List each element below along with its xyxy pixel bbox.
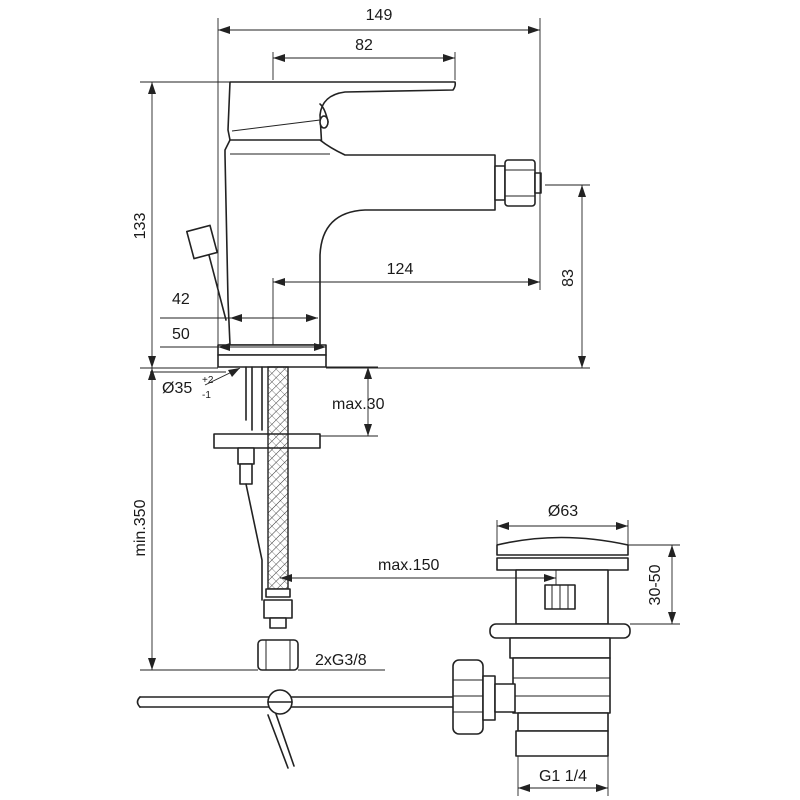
waste-body xyxy=(512,657,611,714)
dim-handle-width: 82 xyxy=(355,37,373,54)
faucet-base xyxy=(217,344,327,356)
connection-nut xyxy=(257,639,299,671)
waste-locknut xyxy=(489,623,631,639)
dim-hose-length: min.350 xyxy=(132,499,149,556)
popup-cable xyxy=(245,366,263,601)
dim-hole-tol-minus: -1 xyxy=(202,390,211,401)
dim-hole-diameter-group: Ø35 +2 -1 xyxy=(162,375,214,401)
dim-overall-width: 149 xyxy=(366,7,393,24)
dim-base-50: 50 xyxy=(172,326,190,343)
dim-drain-offset: max.150 xyxy=(378,557,439,574)
faucet-spout xyxy=(224,139,496,346)
dim-max-deck: max.30 xyxy=(332,396,385,413)
dim-waste-thread: G1 1/4 xyxy=(539,768,587,785)
nozzle-swivel xyxy=(504,159,536,207)
dim-waste-height: 30-50 xyxy=(647,564,664,605)
dim-hole-diameter: Ø35 xyxy=(162,380,192,397)
hose-nut xyxy=(263,599,293,619)
handle-lever xyxy=(227,81,457,151)
dim-spout-height: 83 xyxy=(560,269,577,287)
dim-base-42: 42 xyxy=(172,291,190,308)
dim-connection: 2xG3/8 xyxy=(315,652,367,669)
dim-total-height: 133 xyxy=(132,213,149,240)
waste-flange xyxy=(496,536,629,556)
faucet-body xyxy=(185,81,542,368)
dimension-labels: 149 82 133 83 124 42 50 Ø35 +2 -1 max.30… xyxy=(132,7,664,785)
popup-knob xyxy=(185,224,219,260)
dimension-lines xyxy=(140,18,680,796)
underdeck-assembly xyxy=(213,366,321,671)
mounting-plate xyxy=(213,433,321,449)
dim-waste-diameter: Ø63 xyxy=(548,503,578,520)
dim-spout-reach: 124 xyxy=(387,261,414,278)
pop-up-waste xyxy=(452,536,631,757)
waste-tail xyxy=(515,730,609,757)
dim-hole-tol-plus: +2 xyxy=(202,375,214,386)
pull-rod-assembly xyxy=(136,689,457,769)
nozzle-base xyxy=(494,165,506,201)
pivot-nut xyxy=(452,659,484,735)
